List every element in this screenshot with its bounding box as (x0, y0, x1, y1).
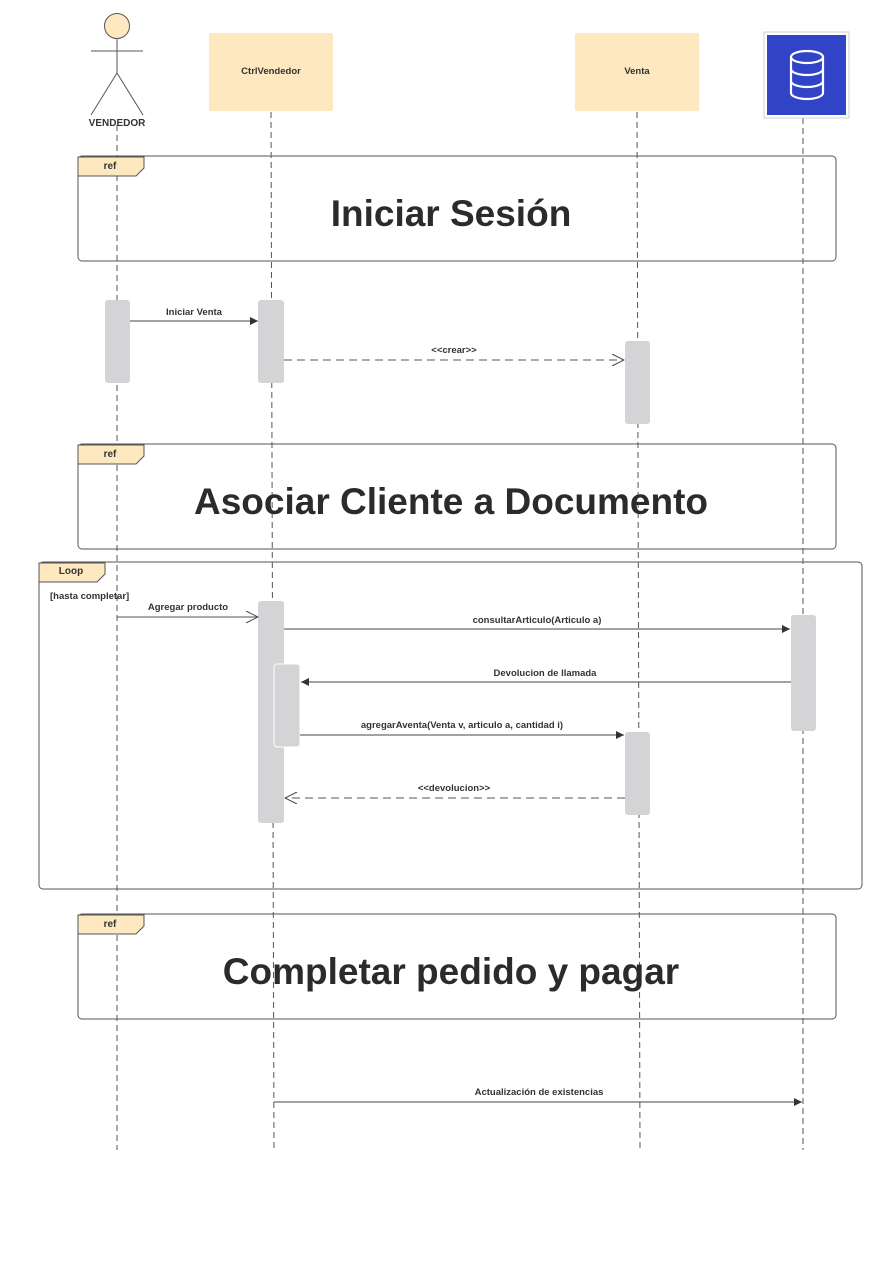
message-devolucion-label: <<devolucion>> (418, 783, 491, 794)
ref-frame-iniciar-sesion: ref Iniciar Sesión (77, 155, 837, 262)
activation-ctrl-2 (258, 601, 284, 823)
message-iniciar-venta-label: Iniciar Venta (166, 307, 223, 318)
database-icon (789, 49, 825, 101)
message-crear-label: <<crear>> (431, 345, 477, 356)
participant-venta-box (575, 33, 699, 111)
participant-venta: Venta (575, 33, 699, 111)
lifelines (116, 111, 804, 1151)
ref-frame-2-title: Asociar Cliente a Documento (194, 481, 708, 522)
ref-frame-asociar-cliente: ref Asociar Cliente a Documento (77, 443, 837, 550)
ref-frame-1-title: Iniciar Sesión (331, 193, 572, 234)
loop-frame: Loop [hasta completar] (38, 561, 863, 890)
activation-vendedor (105, 300, 130, 383)
ref-tag-2-label: ref (104, 449, 117, 460)
activation-venta-1 (625, 341, 650, 424)
loop-tag (38, 562, 106, 583)
ref-tag-2 (77, 444, 145, 465)
participant-ctrlvendedor-box (209, 33, 333, 111)
activation-ctrl-nested (273, 663, 301, 748)
actor-label: VENDEDOR (89, 118, 146, 129)
ref-tag-1-label: ref (104, 161, 117, 172)
actor-head (104, 13, 130, 39)
ref-tag-3-label: ref (104, 919, 117, 930)
participant-venta-label: Venta (624, 66, 650, 77)
message-actualizacion-label: Actualización de existencias (475, 1087, 604, 1098)
activation-ctrl-1 (258, 300, 284, 383)
activation-venta-2 (625, 732, 650, 815)
message-consultar-articulo-label: consultarArticulo(Articulo a) (473, 615, 602, 626)
lifeline-ctrlvendedor (270, 111, 275, 1151)
actor-vendedor (90, 13, 144, 116)
participant-ctrlvendedor-label: CtrlVendedor (241, 66, 301, 77)
ref-tag-1 (77, 156, 145, 177)
ref-frame-completar-pedido: ref Completar pedido y pagar (77, 913, 837, 1020)
message-agregar-aventa-label: agregarAventa(Venta v, articulo a, canti… (361, 720, 563, 731)
activations-block-1 (105, 300, 650, 424)
lifeline-venta (636, 111, 641, 1151)
activations-loop (258, 601, 816, 823)
ref-frame-3-title: Completar pedido y pagar (223, 951, 679, 992)
ref-tag-3 (77, 914, 145, 935)
participant-database (763, 31, 850, 119)
activation-database (791, 615, 816, 731)
loop-guard: [hasta completar] (50, 591, 129, 602)
loop-tag-label: Loop (59, 566, 83, 577)
message-agregar-producto-label: Agregar producto (148, 602, 228, 613)
participant-ctrlvendedor: CtrlVendedor (209, 33, 333, 111)
message-devolucion-llamada-label: Devolucion de llamada (494, 668, 598, 679)
